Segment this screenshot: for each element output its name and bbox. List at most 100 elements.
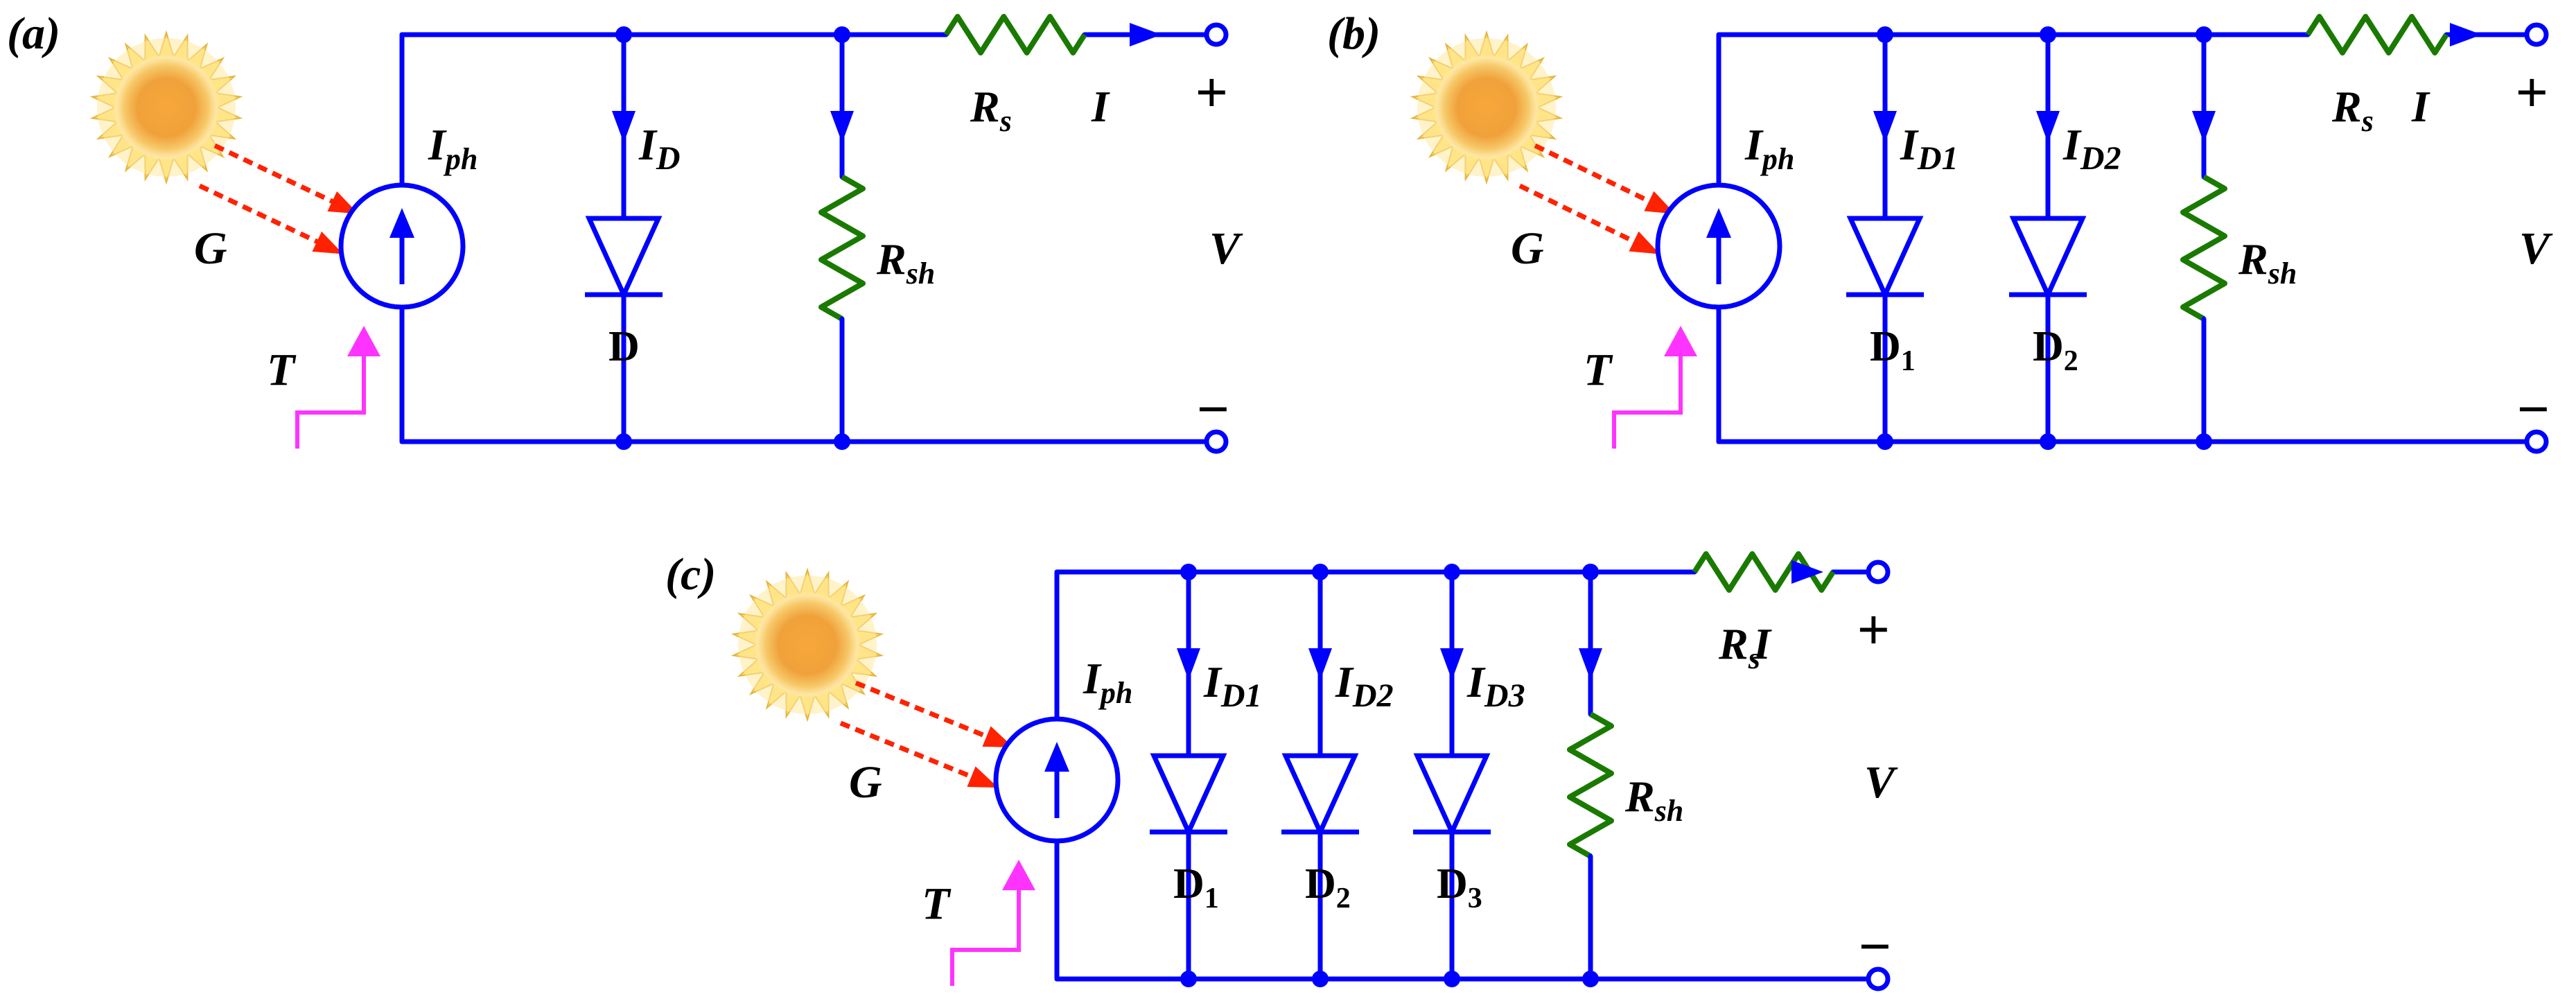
series-resistor-label-sub: s (999, 104, 1012, 138)
series-resistor-label: Rs (1718, 619, 1760, 675)
negative-sign: − (2517, 378, 2550, 440)
sun-disc (755, 592, 860, 697)
photocurrent-label-sub: ph (1098, 676, 1132, 710)
temperature-step-icon (950, 860, 1035, 986)
photocurrent-label-sub: ph (443, 142, 477, 176)
series-resistor-label-sub: s (1748, 641, 1760, 675)
ray-arrow-head (312, 231, 344, 254)
diode-current-label-sub: D3 (1484, 677, 1525, 714)
series-resistor-zigzag (2305, 14, 2449, 55)
resistor-icon (818, 174, 866, 322)
negative-sign: − (1859, 915, 1891, 977)
photocurrent-label-main: I (1083, 654, 1102, 703)
temperature-label: T (922, 878, 952, 929)
diode-triangle (1413, 753, 1491, 838)
shunt-resistor-label-main: R (876, 234, 906, 284)
output-current-arrow-icon (1791, 560, 1823, 584)
diode-name-label-main: D (2033, 323, 2064, 370)
photocurrent-label: Iph (428, 120, 477, 176)
diode-current-label-main: I (638, 120, 658, 169)
photocurrent-label: Iph (1744, 120, 1794, 176)
diode-current-label-main: I (1203, 657, 1223, 706)
ray-line (198, 183, 340, 254)
negative-terminal-icon (1204, 429, 1229, 454)
terminal-ring (1204, 429, 1229, 454)
shunt-branch: Rsh (2180, 26, 2297, 450)
diode-name-label-sub: 1 (1204, 883, 1219, 914)
positive-terminal-icon (1866, 560, 1891, 584)
series-resistor-label-main: R (1718, 619, 1749, 668)
photocurrent-label: Iph (1083, 654, 1132, 710)
output-current-label: I (1753, 619, 1772, 668)
panel-tag: (b) (1327, 8, 1381, 59)
diode-current-arrow-icon (1440, 648, 1464, 680)
shunt-resistor-zigzag (818, 174, 866, 322)
shunt-resistor-label: Rsh (1624, 772, 1683, 828)
diode-current-label: ID2 (1335, 657, 1394, 714)
positive-sign: + (1195, 61, 1228, 123)
diode-current-label-main: I (1335, 657, 1354, 706)
resistor-icon (1567, 711, 1614, 859)
irradiance-rays (839, 680, 1014, 788)
temperature-step-icon (1612, 326, 1697, 449)
sun-disc (1434, 55, 1539, 160)
temperature-step-line (1612, 354, 1683, 449)
series-resistor-label: Rs (970, 82, 1012, 138)
ray-arrow-head (1629, 231, 1661, 254)
shunt-resistor-label-main: R (2238, 234, 2268, 284)
sun-disc (114, 55, 219, 160)
irradiance-label: G (849, 757, 882, 808)
diode-name-label: D1 (1173, 860, 1219, 914)
diode-triangle (585, 216, 663, 301)
voltage-label: V (2519, 223, 2553, 274)
shunt-current-arrow-icon (2192, 111, 2216, 143)
terminal-ring (1866, 560, 1891, 584)
shunt-branch: Rsh (1567, 564, 1683, 987)
diode-current-arrow-icon (1177, 648, 1200, 680)
photocurrent-label-main: I (1744, 120, 1764, 169)
output-current-label: I (2411, 82, 2430, 131)
diode-name-label: D2 (2033, 323, 2078, 377)
diode-current-label: ID3 (1466, 657, 1525, 714)
negative-sign: − (1197, 378, 1229, 440)
current-source-arrow-head (389, 208, 414, 238)
diode-current-label: ID (638, 120, 681, 177)
diode-current-arrow-icon (612, 111, 636, 143)
irradiance-rays (198, 143, 359, 254)
irradiance-label: G (194, 223, 227, 274)
ray-line (213, 143, 355, 214)
diode-name-label-main: D (1173, 860, 1204, 908)
current-source-icon (993, 716, 1121, 844)
series-resistor-label-main: R (2331, 82, 2362, 131)
voltage-label: V (1209, 223, 1243, 274)
positive-terminal-icon (1204, 22, 1229, 47)
voltage-label: V (1864, 757, 1898, 808)
current-source-arrow-head (1706, 208, 1731, 238)
diode-name-label: D (608, 323, 640, 370)
positive-terminal-icon (2524, 22, 2549, 47)
photocurrent-label-sub: ph (1760, 142, 1794, 176)
diode-current-label-main: I (2062, 120, 2082, 169)
current-source-icon (338, 182, 466, 310)
irradiance-rays (1518, 143, 1676, 254)
shunt-resistor-label-sub: sh (1654, 794, 1684, 828)
diode-triangle (1281, 753, 1359, 838)
temperature-step-arrow (1664, 326, 1697, 356)
series-resistor-label: Rs (2331, 82, 2374, 138)
positive-sign: + (2516, 61, 2548, 123)
diode-icon (1281, 753, 1359, 838)
diode-current-label-sub: D1 (1220, 677, 1262, 714)
resistor-icon (2305, 14, 2449, 55)
output-current-arrow-icon (2450, 23, 2482, 46)
negative-terminal-icon (1866, 966, 1891, 991)
output-current-label: I (1091, 82, 1110, 131)
diode-triangle (2009, 216, 2087, 301)
temperature-step-line (950, 887, 1021, 986)
irradiance-label: G (1511, 223, 1544, 274)
shunt-resistor-label-sub: sh (2268, 257, 2297, 290)
